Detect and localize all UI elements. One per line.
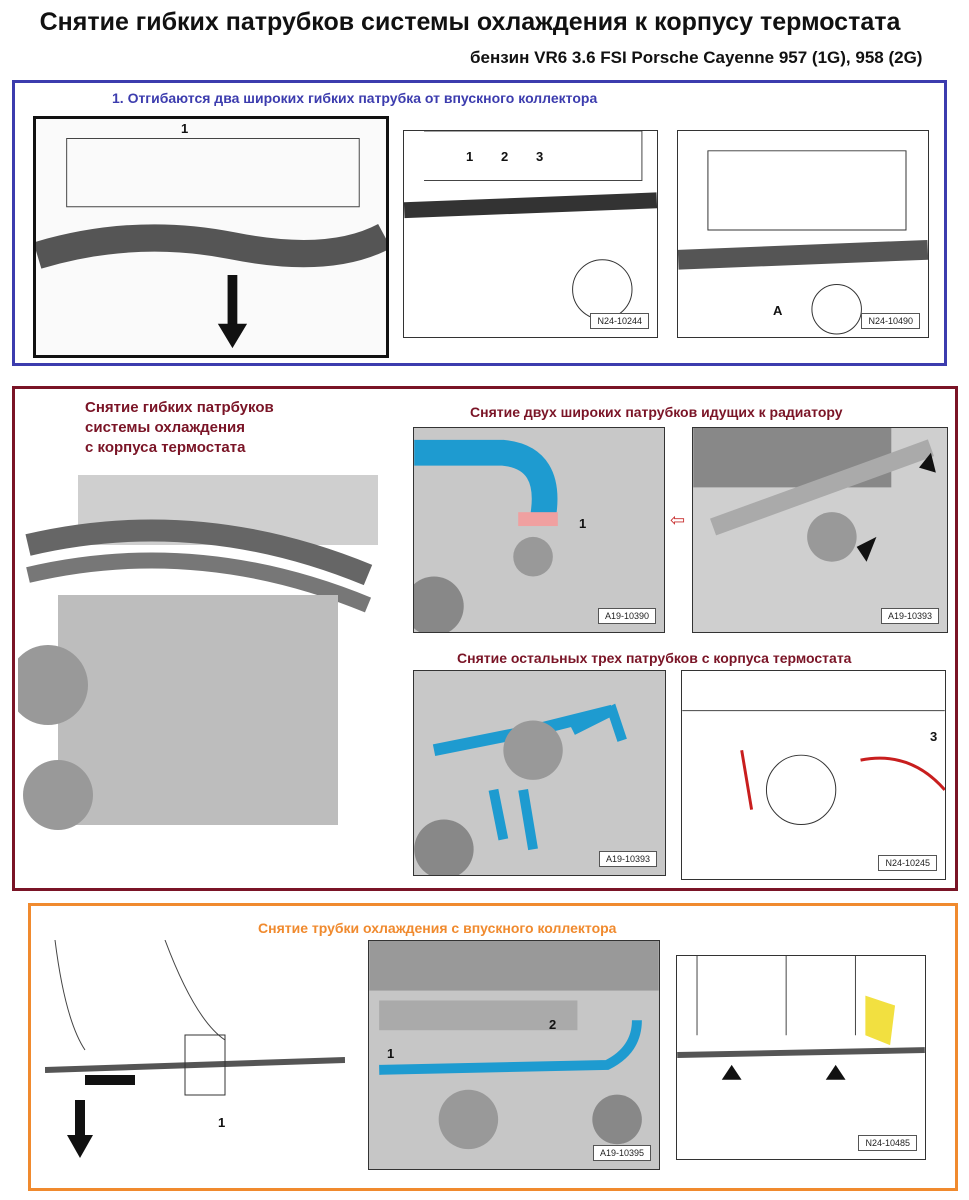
arrow-left-icon: ⇦: [670, 510, 686, 530]
diagram-a19-10393-radiator: A19-10393: [692, 427, 948, 633]
diagram-hoses-intake: 1: [33, 116, 389, 358]
diagram-n24-10245: 3 N24-10245: [681, 670, 946, 880]
section-intake-hoses: [12, 80, 947, 366]
diagram-a19-10390: 1 A19-10390: [413, 427, 665, 633]
section3-heading: Снятие трубки охлаждения с впускного кол…: [258, 920, 617, 936]
section2-heading-a: Снятие двух широких патрубков идущих к р…: [470, 404, 843, 420]
diagram-n24-10490: A N24-10490: [677, 130, 929, 338]
engine-overview-illustration: [18, 465, 390, 860]
diagram-n24-10485: N24-10485: [676, 955, 926, 1160]
diagram-a19-10395: 1 2 A19-10395: [368, 940, 660, 1170]
section-thermostat-hoses: [12, 386, 958, 891]
section1-heading: 1. Отгибаются два широких гибких патрубк…: [112, 90, 598, 106]
section2-heading-b: Снятие остальных трех патрубков с корпус…: [457, 650, 852, 666]
diagram-a19-10393-thermostat: A19-10393: [413, 670, 666, 876]
diagram-n24-10244: 1 2 3 N24-10244: [403, 130, 658, 338]
section-intake-coolant-pipe: [28, 903, 958, 1191]
section2-side-text: Снятие гибких патрбуков системы охлажден…: [85, 399, 274, 456]
page-subtitle: бензин VR6 3.6 FSI Porsche Cayenne 957 (…: [470, 48, 923, 67]
page-title: Снятие гибких патрубков системы охлажден…: [39, 8, 901, 36]
diagram-coolant-pipe-side: 1: [45, 940, 345, 1180]
